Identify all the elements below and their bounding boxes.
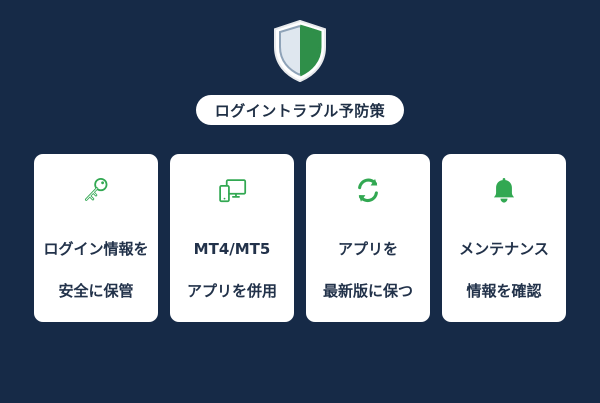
card-maintenance-info: メンテナンス 情報を確認: [442, 154, 566, 322]
card-label-line-1: ログイン情報を: [43, 240, 149, 259]
card-label-line-1: メンテナンス: [459, 240, 549, 259]
card-label-line-2: アプリを併用: [186, 281, 277, 300]
page-title: ログイントラブル予防策: [214, 101, 386, 120]
card-label: アプリを 最新版に保つ: [306, 219, 430, 322]
card-label-line-1: MT4/MT5: [193, 240, 271, 259]
bell-icon: [493, 177, 515, 203]
card-label: ログイン情報を 安全に保管: [34, 219, 158, 322]
devices-icon: [219, 179, 247, 203]
card-login-info: ログイン情報を 安全に保管: [34, 154, 158, 322]
card-label-line-2: 最新版に保つ: [322, 281, 413, 300]
card-label: MT4/MT5 アプリを併用: [170, 219, 294, 322]
card-label: メンテナンス 情報を確認: [442, 219, 566, 322]
refresh-icon: [358, 178, 378, 202]
card-update-app: アプリを 最新版に保つ: [306, 154, 430, 322]
key-icon: [84, 177, 108, 201]
card-app-usage: MT4/MT5 アプリを併用: [170, 154, 294, 322]
title-pill: ログイントラブル予防策: [196, 95, 404, 125]
shield-icon: [274, 20, 326, 82]
card-label-line-2: 安全に保管: [58, 281, 134, 300]
card-label-line-2: 情報を確認: [466, 281, 542, 300]
card-label-line-1: アプリを: [337, 240, 398, 259]
cards-row: ログイン情報を 安全に保管 MT4/MT5 アプリを併用 アプリを 最新版に保つ: [34, 154, 566, 322]
